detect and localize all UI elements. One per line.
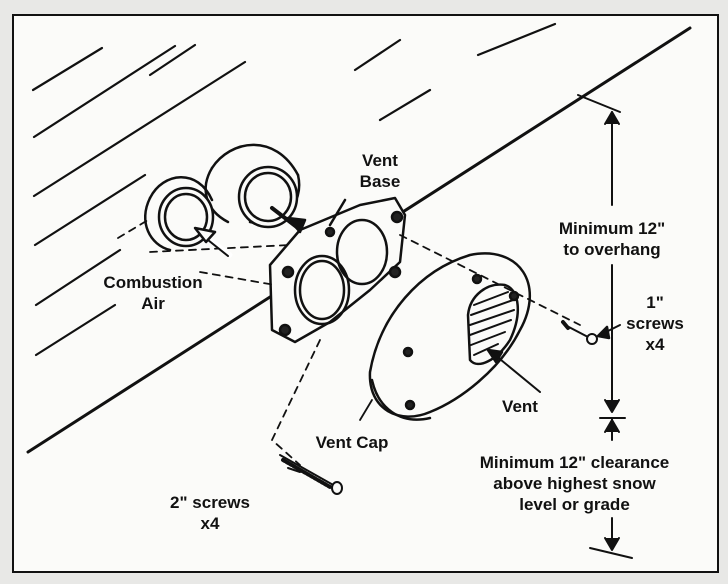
vent-text: Vent: [502, 397, 538, 416]
dimension-lines: [577, 94, 633, 559]
combustion-air-label: Combustion Air: [88, 272, 218, 314]
vent-base-label: Vent Base: [350, 150, 410, 192]
vent-base-line-2: Base: [359, 172, 401, 191]
one-inch-screws-line-1: 1": [646, 293, 664, 312]
min-clearance-line-1: Minimum 12" clearance: [479, 453, 670, 472]
vent-cap: [368, 252, 531, 421]
one-inch-screws-label: 1" screws x4: [620, 292, 690, 355]
vent-base-plate: [268, 196, 407, 344]
vent-cap-text: Vent Cap: [315, 433, 389, 452]
one-inch-screws-line-3: x4: [645, 335, 665, 354]
combustion-air-line-2: Air: [141, 294, 165, 313]
two-inch-screws-line-1: 2" screws: [170, 493, 250, 512]
min-overhang-line-2: to overhang: [563, 240, 661, 259]
siding-lines: [31, 22, 557, 357]
vent-label: Vent: [494, 396, 546, 417]
min-overhang-line-1: Minimum 12": [558, 219, 666, 238]
vent-base-line-1: Vent: [362, 151, 398, 170]
combustion-air-line-1: Combustion: [103, 273, 203, 292]
min-overhang-label: Minimum 12" to overhang: [537, 218, 687, 260]
one-inch-screws-line-2: screws: [626, 314, 684, 333]
min-clearance-label: Minimum 12" clearance above highest snow…: [452, 452, 697, 515]
one-inch-screw: [561, 320, 598, 345]
leader-arrows: [193, 198, 621, 473]
two-inch-screws-label: 2" screws x4: [160, 492, 260, 534]
min-clearance-line-3: level or grade: [519, 495, 630, 514]
two-inch-screws-line-2: x4: [200, 514, 220, 533]
exhaust-pipe: [204, 143, 301, 229]
vent-cap-label: Vent Cap: [304, 432, 400, 453]
two-inch-screw: [279, 454, 343, 495]
min-clearance-line-2: above highest snow: [493, 474, 656, 493]
